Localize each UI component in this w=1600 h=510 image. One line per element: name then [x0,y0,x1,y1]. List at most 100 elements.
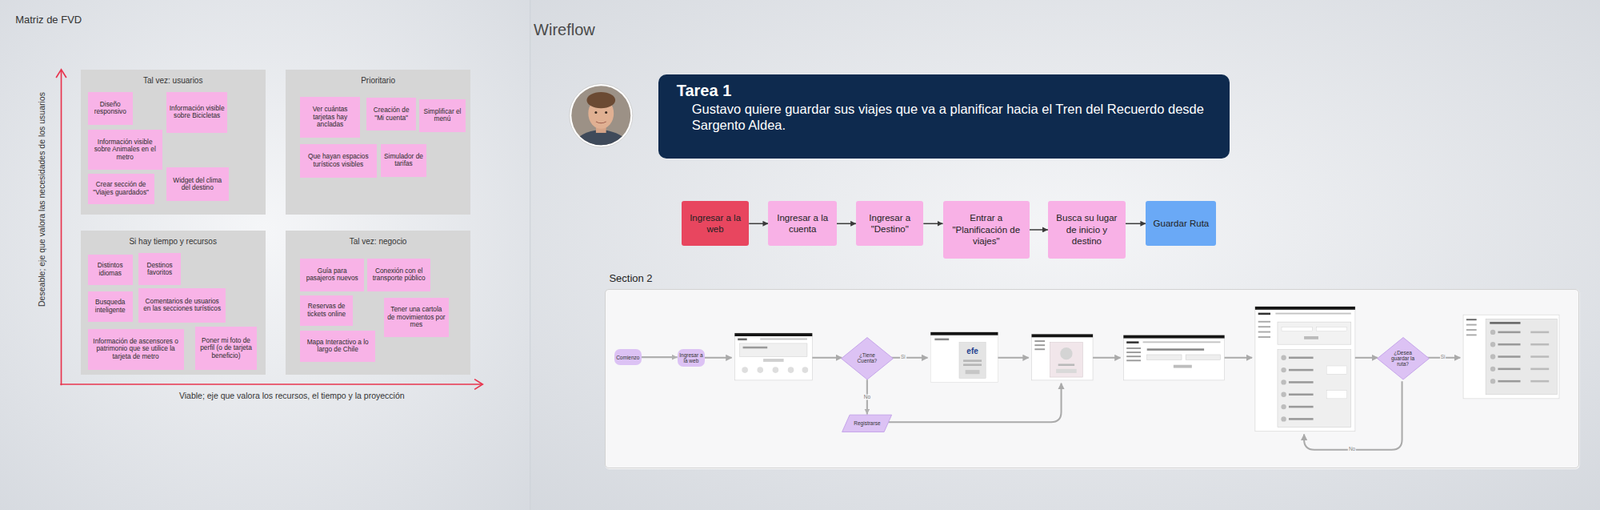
screen-thumbnail [1497,355,1520,358]
quadrant-box: PrioritarioVer cuántas tarjetas hay ancl… [285,69,471,215]
screen-thumbnail [1173,364,1192,368]
screen-thumbnail [1280,355,1286,360]
screen-thumbnail [1032,333,1094,337]
section-heading: Section 2 [608,272,652,284]
screen-thumbnail [1034,348,1045,350]
sticky-note: Creación de "Mi cuenta" [366,97,417,131]
sticky-note: Distintos idiomas [88,254,133,285]
canvas-frame [0,0,530,510]
process-box: Busca su lugar de inicio y destino [1048,200,1126,258]
screen-thumbnail [1126,351,1141,353]
screen-thumbnail [734,332,812,336]
screen-thumbnail [1326,365,1348,374]
screen-thumbnail [1050,342,1084,377]
edge-label: Si [1440,354,1447,360]
screen-thumbnail [740,343,808,357]
quadrant-box: Tal vez: negocioGuía para pasajeros nuev… [285,230,471,375]
screen-thumbnail [1255,306,1356,310]
screen-thumbnail [772,366,780,373]
screen-thumbnail [1490,329,1496,335]
screen-thumbnail [741,366,748,373]
screen-thumbnail [1277,349,1352,428]
screen-thumbnail [1490,378,1496,384]
sticky-note: Poner mi foto de perfil (o de tarjeta be… [195,326,258,370]
sticky-note: Destinos favoritos [138,252,180,285]
sticky-text: Busqueda inteligente [90,298,131,314]
box-label: Busca su lugar de inicio y destino [1051,212,1123,247]
user-photo [586,92,616,108]
screen-thumbnail [1530,343,1549,346]
flow-connector [891,356,928,359]
screen-thumbnail [1281,326,1312,331]
screen-thumbnail [1258,336,1271,338]
screen-thumbnail [1304,336,1319,340]
screen-thumbnail [1275,312,1351,315]
sticky-note: Que hayan espacios turísticos visibles [300,144,377,178]
frame-title: Matriz de FVD [15,14,82,27]
task-card: Tarea 1Gustavo quiere guardar sus viajes… [658,74,1230,159]
screen-thumbnail [1463,314,1560,399]
decision-diamond: ¿Tiene Cuenta? [840,336,894,380]
flow-connector [704,356,732,359]
screen-thumbnail [1258,331,1271,333]
screen-thumbnail [1497,331,1520,334]
screen-thumbnail [1123,335,1224,339]
canvas-frame [529,0,1600,510]
task-title: Tarea 1 [658,80,1217,100]
screen-thumbnail [1466,318,1477,320]
user-photo [594,111,597,114]
screen-thumbnail [1147,348,1204,351]
screen-thumbnail [1288,417,1314,420]
screen-thumbnail [1489,321,1520,324]
user-photo [569,84,633,150]
screen-thumbnail [1497,380,1520,383]
screen-thumbnail [1034,344,1045,346]
screen-thumbnail [788,366,795,373]
axis-label: Viable; eje que valora los recursos, el … [179,390,405,400]
flow-connector [997,356,1028,359]
section-frame: Section 2ComienzoIngresar a la web¿Tiene… [604,288,1580,468]
screen-thumbnail [1497,343,1520,346]
box-label: Registrarse [853,420,880,426]
flow-connector [886,383,1061,423]
process-box: Ingresar a la cuenta [768,200,836,246]
screen-thumbnail [1288,356,1314,360]
user-photo [596,121,607,124]
flow-arrow [923,223,943,225]
sticky-text: Simulador de tarifas [383,152,424,168]
box-label: Ingresar a la web [679,352,704,364]
quadrant-heading: Si hay tiempo y recursos [80,236,266,246]
sticky-note: Conexión con el transporte público [367,258,431,292]
flow-connector [704,357,1460,450]
axis-label: Deseable; eje que valora las necesidades… [36,92,47,307]
sticky-text: Información visible sobre Animales en el… [90,138,160,162]
flow-connector [1224,356,1252,359]
box-label: ¿Tiene Cuenta? [855,352,880,364]
sticky-text: Creación de "Mi cuenta" [368,106,415,122]
screen-thumbnail [930,332,998,383]
edge-label: Si [900,354,907,360]
sticky-note: Mapa Interactivo a lo largo de Chile [300,330,376,361]
sticky-note: Diseño responsivo [88,92,133,125]
box-label: Comienzo [616,354,640,360]
sticky-note: Ver cuántas tarjetas hay ancladas [300,96,360,138]
screen-thumbnail [1280,367,1286,372]
process-box: Ingresar a "Destino" [856,200,924,246]
screen-thumbnail [1185,354,1220,360]
screen-thumbnail [1123,335,1224,380]
sticky-text: Widget del clima del destino [168,176,227,192]
sticky-note: Reservas de tickets online [300,295,353,326]
screen-thumbnail [763,358,784,362]
screen-thumbnail [760,338,808,340]
screen-thumbnail [1258,312,1271,316]
flow-arrow [836,223,856,225]
box-label: ¿Desea guardar la ruta? [1391,349,1416,367]
screen-thumbnail [1255,306,1356,432]
screen-thumbnail [1326,390,1348,399]
screen-thumbnail [734,332,812,380]
screen-thumbnail [743,346,768,349]
flow-connector [1304,380,1402,450]
screen-thumbnail [1258,325,1271,328]
sticky-note: Simplificar el menú [419,99,465,132]
